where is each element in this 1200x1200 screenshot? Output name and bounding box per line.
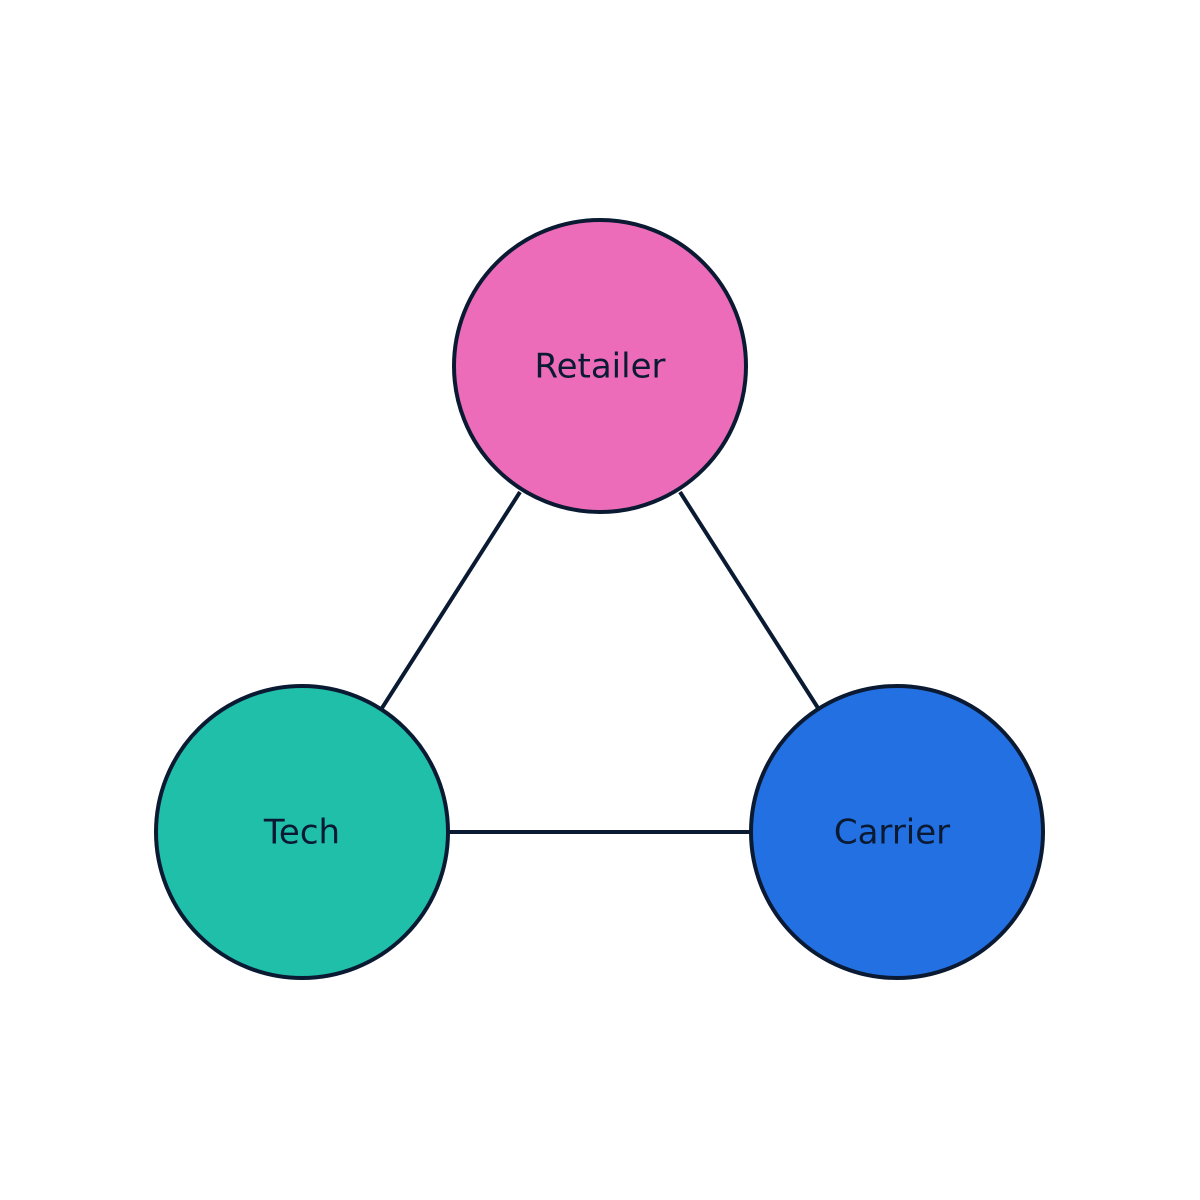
edge-retailer-carrier <box>678 490 820 710</box>
node-carrier-circle <box>749 684 1045 980</box>
node-retailer: Retailer <box>452 218 748 514</box>
node-retailer-label: Retailer <box>535 347 666 387</box>
node-retailer-circle <box>452 218 748 514</box>
edge-retailer-tech <box>380 490 522 710</box>
edge-layer <box>380 490 820 834</box>
node-tech-label: Tech <box>263 813 340 853</box>
node-tech: Tech <box>154 684 450 980</box>
node-carrier: Carrier <box>749 684 1045 980</box>
node-carrier-label: Carrier <box>834 813 950 853</box>
node-tech-circle <box>154 684 450 980</box>
node-layer: Retailer Tech Carrier <box>154 218 1045 980</box>
